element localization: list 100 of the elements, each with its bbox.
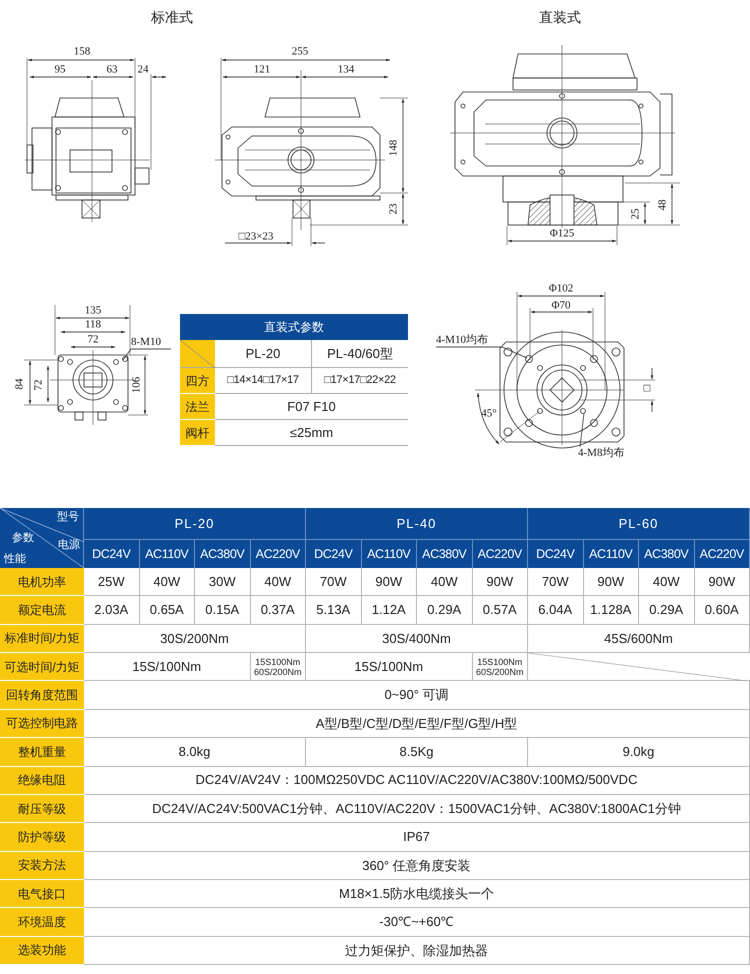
table-cell: 8.5Kg: [306, 738, 528, 767]
dimension-label: 25: [630, 208, 642, 220]
row-header-cell: 阀杆: [180, 420, 215, 446]
table-cell: 90W: [472, 568, 528, 596]
table-header-cell: DC24V: [84, 540, 140, 568]
callout-label: 4-M10均布: [436, 334, 502, 347]
table-cell: 2.03A: [84, 596, 140, 625]
table-cell: 8.0kg: [84, 738, 306, 767]
table-cell: 0.29A: [417, 596, 472, 625]
table-header-cell: AC380V: [417, 540, 472, 568]
table-header-cell: DC24V: [528, 540, 584, 568]
row-header-cell: 防护等级: [0, 823, 84, 852]
table-cell: 0.57A: [472, 596, 528, 625]
row-header-cell: 整机重量: [0, 738, 84, 767]
table-cell: DC24V/AV24V：100MΩ250VDC AC110V/AC220V/AC380V:100MΩ/500VDC: [84, 766, 750, 795]
header-label: 性能: [4, 554, 26, 565]
dimension-label: □23×23: [238, 232, 274, 242]
table-header-cell: PL-20: [84, 508, 306, 540]
table-cell: 30W: [195, 568, 250, 596]
row-header-cell: 额定电流: [0, 596, 84, 625]
table-cell: □14×14□17×17: [215, 368, 312, 394]
dimension-label: 63: [106, 64, 118, 76]
header-label: 型号: [57, 512, 79, 523]
table-cell: 15S100Nm 60S/200Nm: [250, 653, 306, 682]
leader-line: [436, 346, 528, 358]
dimension-label: Φ125: [550, 228, 574, 240]
table-cell: 0~90° 可调: [84, 681, 750, 710]
dimension-label: 134: [338, 64, 354, 76]
row-header-cell: 四方: [180, 368, 215, 394]
dimension-label: □: [644, 384, 650, 394]
table-cell: 70W: [306, 568, 362, 596]
row-header-cell: 环境温度: [0, 908, 84, 937]
callout-label: 8-M10: [131, 336, 171, 349]
table-cell: 1.12A: [362, 596, 417, 625]
table-cell: DC24V/AC24V:500VAC1分钟、AC110V/AC220V：1500VAC1分钟、AC380V:1800AC1分钟: [84, 794, 750, 824]
row-header-cell: 可选控制电路: [0, 710, 84, 738]
row-header-cell: 回转角度范围: [0, 681, 84, 710]
table-cell: 40W: [417, 568, 472, 596]
table-cell: 0.15A: [195, 596, 250, 625]
table-cell: 90W: [362, 568, 417, 596]
row-header-cell: 可选时间/力矩: [0, 653, 84, 682]
dimension-label: Φ102: [548, 284, 574, 294]
callout-label: 4-M8均布: [578, 447, 636, 460]
row-header-cell: 法兰: [180, 394, 215, 420]
table-cell: 6.04A: [528, 596, 584, 625]
row-header-cell: 标准时间/力矩: [0, 624, 84, 654]
table-cell: 25W: [84, 568, 140, 596]
table-cell: 15S100Nm 60S/200Nm: [472, 653, 528, 682]
dimension-label: 255: [292, 46, 308, 58]
table-header-cell: AC220V: [250, 540, 306, 568]
table-header-cell: PL-20: [215, 340, 312, 368]
dimension-label: 72: [88, 334, 98, 346]
table-cell: 30S/400Nm: [306, 624, 528, 654]
table-header-cell: DC24V: [306, 540, 362, 568]
table-cell: -30℃~+60℃: [84, 908, 750, 937]
table-cell: 1.128A: [584, 596, 639, 625]
table-header-cell: AC220V: [472, 540, 528, 568]
table-cell: A型/B型/C型/D型/E型/F型/G型/H型: [84, 710, 750, 738]
leader-line: [122, 348, 172, 360]
table-header-cell: AC110V: [584, 540, 639, 568]
view-heading: 直装式: [539, 10, 581, 24]
table-cell: 40W: [639, 568, 694, 596]
table-header-cell: AC110V: [140, 540, 195, 568]
header-label: 参数: [12, 533, 34, 544]
header-label: 电源: [58, 540, 80, 551]
table-cell: 90W: [584, 568, 639, 596]
table-cell: F07 F10: [215, 394, 408, 420]
leader-line: [580, 412, 584, 448]
table-cell: 过力矩保护、除湿加热器: [84, 936, 750, 966]
table-title: 直装式参数: [180, 314, 408, 340]
dimension-label: 72: [34, 380, 44, 390]
table-header-cell: PL-60: [528, 508, 750, 540]
dimension-label: 23: [388, 204, 400, 214]
table-cell: 0.29A: [639, 596, 694, 625]
table-header-cell: PL-40: [306, 508, 528, 540]
table-cell: 40W: [250, 568, 306, 596]
dimension-label: 95: [54, 64, 66, 76]
table-header-cell: AC380V: [639, 540, 694, 568]
table-cell: 9.0kg: [528, 738, 750, 767]
table-cell: 0.60A: [694, 596, 750, 625]
dimension-label: 48: [658, 200, 668, 210]
table-cell: 15S/100Nm: [84, 653, 250, 682]
dimension-label: 45°: [481, 408, 497, 420]
row-header-cell: 安装方法: [0, 852, 84, 880]
dimension-label: 135: [84, 306, 102, 316]
table-cell: 0.37A: [250, 596, 306, 625]
table-cell: 30S/200Nm: [84, 624, 306, 654]
table-header-cell: PL-40/60型: [312, 340, 408, 368]
dimension-label: 121: [254, 64, 270, 76]
table-cell: 15S/100Nm: [306, 653, 472, 682]
table-cell: 0.65A: [140, 596, 195, 625]
table-cell: 90W: [694, 568, 750, 596]
table-cell: ≤25mm: [215, 420, 408, 446]
table-cell: M18×1.5防水电缆接头一个: [84, 880, 750, 908]
dimension-label: 148: [388, 140, 400, 156]
table-cell: 360° 任意角度安装: [84, 852, 750, 880]
table-header-cell: AC220V: [694, 540, 750, 568]
table-header-cell: AC380V: [195, 540, 250, 568]
table-cell: 5.13A: [306, 596, 362, 625]
dimension-label: Φ70: [551, 300, 571, 312]
